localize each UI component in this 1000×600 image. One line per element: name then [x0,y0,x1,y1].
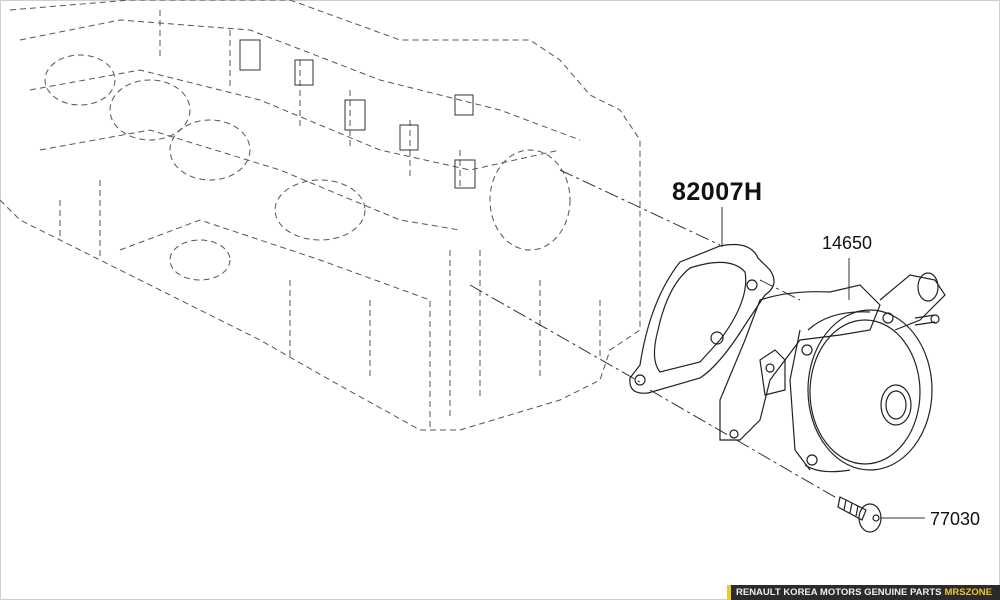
head-studs [239,39,476,189]
alignment-lines [469,169,841,501]
bolt-77030 [837,496,882,533]
part-label-14650[interactable]: 14650 [822,233,873,253]
footer-brand: MRSZONE [944,587,993,598]
vacuum-pump-14650 [719,272,946,473]
gasket-82007h [629,243,775,394]
footer-watermark: RENAULT KOREA MOTORS GENUINE PARTS MRSZO… [727,585,1000,600]
footer-accent-bar [727,585,731,600]
part-label-77030[interactable]: 77030 [930,509,981,529]
leader-lines [721,207,925,519]
part-label-82007h[interactable]: 82007H [672,178,763,206]
footer-text: RENAULT KOREA MOTORS GENUINE PARTS [736,587,942,598]
engine-block-outline [0,0,641,431]
